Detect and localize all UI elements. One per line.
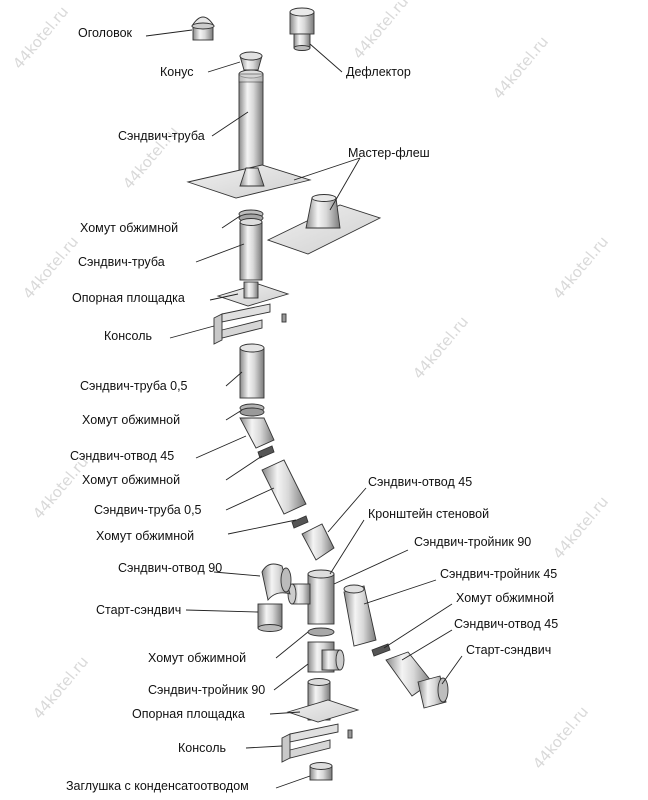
label-konus: Конус: [160, 65, 194, 79]
watermark-text: 44kotel.ru: [349, 0, 412, 63]
watermark-text: 44kotel.ru: [529, 703, 592, 773]
konus-part: [239, 51, 263, 71]
label-troynik90-2: Сэндвич-тройник 90: [148, 683, 265, 697]
deflektor-part: [289, 7, 315, 51]
konsol-1-part: [213, 303, 287, 345]
label-konsol-2: Консоль: [178, 741, 226, 755]
labels: Оголовок Конус Дефлектор Сэндвич-труба М…: [66, 26, 558, 793]
watermark-text: 44kotel.ru: [29, 653, 92, 723]
homut-4-part: [291, 515, 309, 529]
label-start-2: Старт-сэндвич: [466, 643, 551, 657]
label-homut-6: Хомут обжимной: [148, 651, 246, 665]
homut-2-part: [239, 403, 265, 417]
homut-5-part: [307, 627, 335, 637]
label-start-1: Старт-сэндвич: [96, 603, 181, 617]
roof-plate-part: [186, 164, 312, 199]
master-flesh-part: [266, 194, 382, 255]
sendvich-truba-upper-part: [238, 69, 264, 175]
homut-3-part: [257, 445, 275, 459]
label-opornaya-2: Опорная площадка: [132, 707, 245, 721]
label-master-flesh: Мастер-флеш: [348, 146, 430, 160]
label-homut-4: Хомут обжимной: [96, 529, 194, 543]
otvod-90-part: [261, 563, 292, 602]
label-otvod45-2: Сэндвич-отвод 45: [368, 475, 472, 489]
label-sendvich-truba-05-1: Сэндвич-труба 0,5: [80, 379, 188, 393]
label-konsol-1: Консоль: [104, 329, 152, 343]
label-otvod45-1: Сэндвич-отвод 45: [70, 449, 174, 463]
label-ogolovok: Оголовок: [78, 26, 133, 40]
watermark-text: 44kotel.ru: [489, 33, 552, 103]
sendvich-truba-05-1-part: [239, 343, 265, 399]
label-troynik45: Сэндвич-тройник 45: [440, 567, 557, 581]
otvod-45-2-part: [301, 523, 335, 561]
start-sendvich-2-part: [417, 675, 449, 709]
label-troynik90-1: Сэндвич-тройник 90: [414, 535, 531, 549]
ogolovok-part: [191, 16, 215, 41]
label-homut-1: Хомут обжимной: [80, 221, 178, 235]
troynik-90-1-part: [287, 569, 335, 625]
watermark-text: 44kotel.ru: [549, 233, 612, 303]
label-homut-3: Хомут обжимной: [82, 473, 180, 487]
zaglushka-part: [309, 762, 333, 781]
watermark-text: 44kotel.ru: [9, 3, 72, 73]
leader-lines: [145, 29, 463, 789]
sendvich-truba-middle-part: [239, 218, 263, 281]
label-deflektor: Дефлектор: [346, 65, 411, 79]
label-otvod45-3: Сэндвич-отвод 45: [454, 617, 558, 631]
label-opornaya-1: Опорная площадка: [72, 291, 185, 305]
opornaya-1-part: [216, 281, 290, 307]
watermark-text: 44kotel.ru: [549, 493, 612, 563]
label-kronshtein: Кронштейн стеновой: [368, 507, 489, 521]
label-zaglushka: Заглушка с конденсатоотводом: [66, 779, 249, 793]
sendvich-truba-05-2-part: [261, 459, 307, 515]
opornaya-2-part: [286, 699, 360, 723]
start-sendvich-1-part: [257, 603, 283, 632]
label-sendvich-truba-1: Сэндвич-труба: [118, 129, 205, 143]
label-otvod90: Сэндвич-отвод 90: [118, 561, 222, 575]
label-homut-5: Хомут обжимной: [456, 591, 554, 605]
troynik-90-2-part: [307, 641, 345, 673]
watermark-text: 44kotel.ru: [29, 453, 92, 523]
label-homut-2: Хомут обжимной: [82, 413, 180, 427]
label-sendvich-truba-05-2: Сэндвич-труба 0,5: [94, 503, 202, 517]
label-sendvich-truba-2: Сэндвич-труба: [78, 255, 165, 269]
watermark-text: 44kotel.ru: [409, 313, 472, 383]
otvod-45-1-part: [239, 417, 275, 449]
konsol-2-part: [281, 723, 353, 763]
troynik-45-part: [343, 584, 377, 647]
